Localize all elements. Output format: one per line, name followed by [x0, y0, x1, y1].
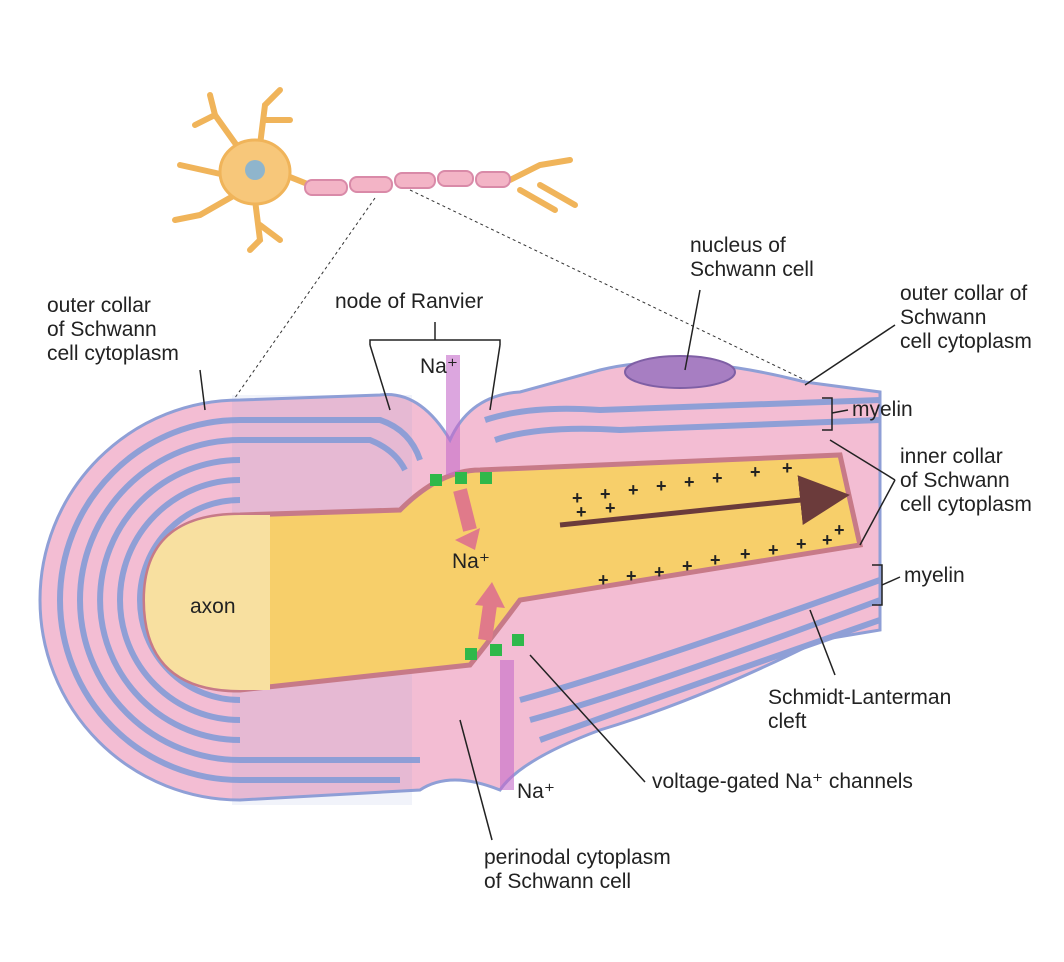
plus-sign: + [712, 468, 723, 488]
plus-sign: + [626, 566, 637, 586]
neuron-illustration [172, 87, 578, 253]
plus-sign: + [710, 550, 721, 570]
label-axon: axon [190, 595, 236, 618]
plus-sign: + [656, 476, 667, 496]
plus-sign: + [834, 520, 845, 540]
schwann-nucleus [624, 355, 736, 389]
na-influx-arrow-top [453, 488, 477, 532]
na-influx-arrow-bottom [478, 604, 497, 641]
label-line: perinodal cytoplasm [484, 846, 671, 869]
plus-sign: + [740, 544, 751, 564]
plus-sign: + [628, 480, 639, 500]
label-nucleus: nucleus of Schwann cell [690, 234, 814, 282]
label-line: of Schwann [47, 318, 157, 341]
label-na-center: Na⁺ [452, 550, 490, 573]
plus-sign: + [600, 484, 611, 504]
label-schmidt-lanterman: Schmidt-Lanterman cleft [768, 686, 951, 734]
label-line: cell cytoplasm [47, 342, 179, 365]
plus-sign: + [782, 458, 793, 478]
myelin-lamellae [57, 397, 882, 783]
label-line: inner collar [900, 445, 1003, 468]
label-inner-collar: inner collar of Schwann cell cytoplasm [900, 445, 1032, 517]
label-outer-collar-left: outer collar of Schwann cell cytoplasm [47, 294, 179, 366]
axon-cut-face [145, 515, 270, 690]
plus-sign: + [598, 570, 609, 590]
plus-sign: + [605, 498, 616, 518]
plus-sign: + [750, 462, 761, 482]
label-myelin-bottom: myelin [904, 564, 965, 587]
conduction-arrow [559, 475, 850, 528]
label-line: cleft [768, 710, 807, 733]
zoom-line-right [409, 189, 806, 381]
plus-sign: + [572, 488, 583, 508]
label-line: Schmidt-Lanterman [768, 686, 952, 709]
label-line: of Schwann cell [484, 870, 632, 893]
label-outer-collar-right: outer collar of Schwann cell cytoplasm [900, 282, 1032, 354]
leader-lines [199, 289, 901, 841]
plus-sign: + [796, 534, 807, 554]
label-line: of Schwann [900, 469, 1010, 492]
label-line: nucleus of [690, 234, 786, 257]
label-node-of-ranvier: node of Ranvier [335, 290, 484, 313]
label-na-bottom: Na⁺ [517, 780, 555, 803]
label-myelin-top: myelin [852, 398, 913, 421]
label-na-top: Na⁺ [420, 355, 458, 378]
plus-sign: + [654, 562, 665, 582]
label-line: cell cytoplasm [900, 330, 1032, 353]
plus-sign: + [768, 540, 779, 560]
label-perinodal-cytoplasm: perinodal cytoplasm of Schwann cell [484, 846, 671, 894]
label-line: outer collar [47, 294, 151, 317]
label-line: Schwann cell [690, 258, 814, 281]
plus-sign: + [682, 556, 693, 576]
na-flow-top [446, 355, 460, 475]
label-line: Schwann [900, 306, 987, 329]
label-line: outer collar of [900, 282, 1028, 305]
na-flow-bottom [500, 660, 514, 790]
plus-sign: + [576, 502, 587, 522]
plus-sign: + [684, 472, 695, 492]
plus-sign: + [822, 530, 833, 550]
label-voltage-gated-channels: voltage-gated Na⁺ channels [652, 770, 913, 793]
na-channels [430, 472, 524, 660]
label-line: cell cytoplasm [900, 493, 1032, 516]
